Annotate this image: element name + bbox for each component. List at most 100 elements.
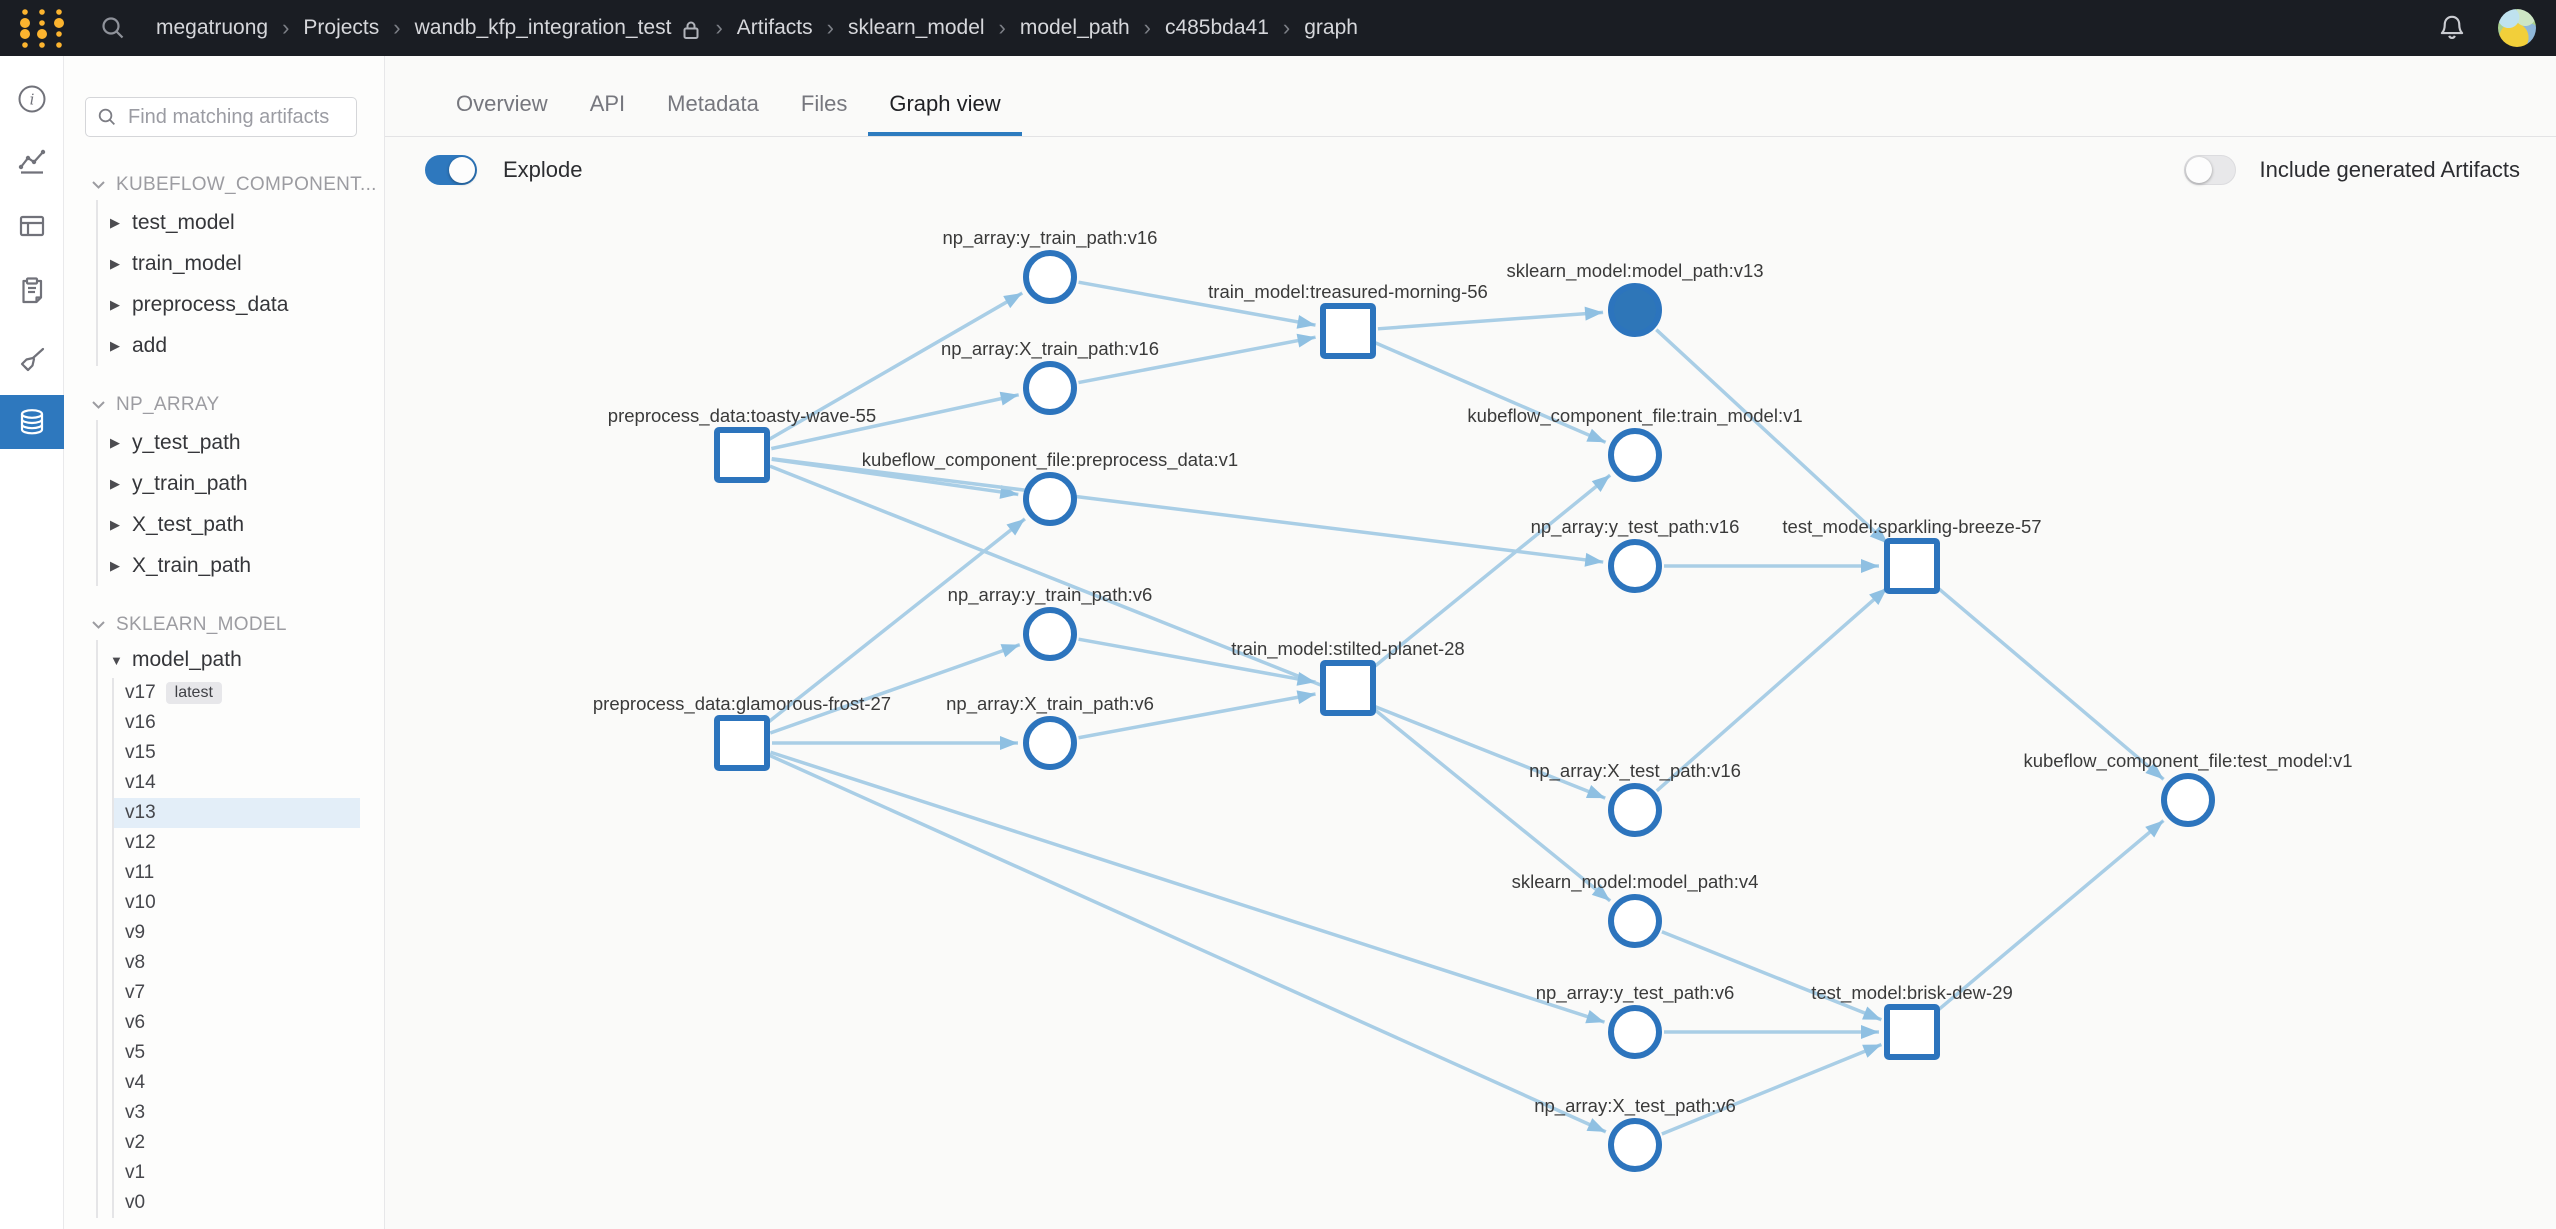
caret-collapsed-icon: ▶ (110, 214, 120, 230)
rail-item-clipboard[interactable] (0, 271, 64, 311)
tree-item-X_train_path[interactable]: ▶X_train_path (98, 545, 384, 586)
caret-collapsed-icon: ▶ (110, 296, 120, 312)
tree-item-y_train_path[interactable]: ▶y_train_path (98, 463, 384, 504)
version-row-v1[interactable]: v1 (114, 1158, 360, 1188)
bell-icon[interactable] (2436, 12, 2468, 44)
breadcrumb-item[interactable]: Projects (303, 16, 380, 39)
version-row-v12[interactable]: v12 (114, 828, 360, 858)
version-label: v0 (125, 1192, 146, 1213)
tree-item-add[interactable]: ▶add (98, 325, 384, 366)
search-input[interactable] (128, 105, 384, 129)
version-row-v3[interactable]: v3 (114, 1098, 360, 1128)
version-row-v8[interactable]: v8 (114, 948, 360, 978)
graph-node-sparkling[interactable] (1884, 538, 1940, 594)
tab-metadata[interactable]: Metadata (667, 91, 759, 116)
version-row-v14[interactable]: v14 (114, 768, 360, 798)
version-row-v13[interactable]: v13 (114, 798, 360, 828)
graph-node-y_train_v16[interactable] (1023, 250, 1077, 304)
tree-item-preprocess_data[interactable]: ▶preprocess_data (98, 284, 384, 325)
caret-collapsed-icon: ▶ (110, 475, 120, 491)
include-generated-label: Include generated Artifacts (2259, 157, 2521, 182)
tree-item-X_test_path[interactable]: ▶X_test_path (98, 504, 384, 545)
breadcrumb-item[interactable]: c485bda41 (1164, 16, 1269, 39)
tree-item-y_test_path[interactable]: ▶y_test_path (98, 422, 384, 463)
version-row-v10[interactable]: v10 (114, 888, 360, 918)
rail-item-chart[interactable] (0, 141, 64, 181)
graph-node-model_v13[interactable] (1608, 283, 1662, 337)
graph-node-train_file[interactable] (1608, 428, 1662, 482)
graph-node-brisk[interactable] (1884, 1004, 1940, 1060)
version-row-v15[interactable]: v15 (114, 738, 360, 768)
version-row-v16[interactable]: v16 (114, 708, 360, 738)
version-row-v5[interactable]: v5 (114, 1038, 360, 1068)
rail-item-broom[interactable] (0, 340, 64, 380)
avatar[interactable] (2498, 9, 2536, 47)
graph-node-treasured[interactable] (1320, 303, 1376, 359)
version-label: v13 (125, 802, 156, 823)
graph-edge-X_train_v16-to-treasured (1078, 333, 1316, 385)
graph-node-model_v4[interactable] (1608, 894, 1662, 948)
graph-node-toasty[interactable] (714, 427, 770, 483)
lineage-graph-canvas[interactable]: preprocess_data:toasty-wave-55preprocess… (385, 56, 2556, 1229)
caret-collapsed-icon: ▶ (110, 557, 120, 573)
graph-node-stilted[interactable] (1320, 660, 1376, 716)
tree-section-header[interactable]: SKLEARN_MODEL (64, 610, 384, 640)
rail-item-table[interactable] (0, 206, 64, 246)
caret-collapsed-icon: ▶ (110, 255, 120, 271)
graph-node-test_file[interactable] (2161, 773, 2215, 827)
graph-node-X_train_v16[interactable] (1023, 361, 1077, 415)
tree-item-train_model[interactable]: ▶train_model (98, 243, 384, 284)
explode-toggle[interactable] (425, 155, 477, 185)
caret-collapsed-icon: ▶ (110, 337, 120, 353)
graph-node-label-stilted: train_model:stilted-planet-28 (1231, 638, 1464, 660)
tree-section-header[interactable]: KUBEFLOW_COMPONENT... (64, 170, 384, 200)
version-label: v3 (125, 1102, 146, 1123)
graph-node-label-X_test_v16: np_array:X_test_path:v16 (1529, 760, 1741, 782)
version-row-v4[interactable]: v4 (114, 1068, 360, 1098)
tab-overview[interactable]: Overview (456, 91, 548, 116)
graph-node-X_test_v16[interactable] (1608, 783, 1662, 837)
rail-item-database[interactable] (0, 395, 64, 449)
breadcrumb-item[interactable]: model_path (1019, 16, 1130, 39)
table-icon (19, 215, 45, 237)
graph-edge-treasured-to-train_file (1374, 341, 1607, 444)
wandb-logo[interactable] (16, 4, 70, 52)
tab-api[interactable]: API (589, 91, 626, 116)
tree-item-test_model[interactable]: ▶test_model (98, 202, 384, 243)
version-row-v11[interactable]: v11 (114, 858, 360, 888)
include-generated-toggle[interactable] (2183, 155, 2236, 185)
version-row-v6[interactable]: v6 (114, 1008, 360, 1038)
graph-node-X_test_v6[interactable] (1608, 1118, 1662, 1172)
breadcrumb-item[interactable]: graph (1304, 16, 1358, 39)
graph-node-X_train_v6[interactable] (1023, 716, 1077, 770)
breadcrumb: megatruong›Projects›wandb_kfp_integratio… (156, 15, 1358, 41)
version-row-v9[interactable]: v9 (114, 918, 360, 948)
breadcrumb-item[interactable]: sklearn_model (847, 16, 985, 39)
tab-graph-view[interactable]: Graph view (868, 76, 1022, 136)
graph-node-glamorous[interactable] (714, 715, 770, 771)
graph-edge-glamorous-to-pp_file (764, 517, 1027, 726)
breadcrumb-separator: › (715, 15, 723, 40)
version-label: v6 (125, 1012, 146, 1033)
version-row-v2[interactable]: v2 (114, 1128, 360, 1158)
search-icon[interactable] (98, 13, 128, 43)
graph-edge-model_v13-to-sparkling (1655, 328, 1889, 545)
tree-section: NP_ARRAY ▶y_test_path▶y_train_path▶X_test… (64, 390, 384, 586)
rail-item-info[interactable]: i (0, 79, 64, 119)
version-row-v0[interactable]: v0 (114, 1188, 360, 1218)
tree-section-label: NP_ARRAY (116, 394, 220, 415)
tree-item-model_path[interactable]: ▼model_path (98, 642, 384, 678)
breadcrumb-item[interactable]: megatruong (156, 16, 269, 39)
breadcrumb-item[interactable]: wandb_kfp_integration_test (414, 16, 672, 39)
graph-node-y_test_v6[interactable] (1608, 1005, 1662, 1059)
graph-node-y_test_v16[interactable] (1608, 539, 1662, 593)
graph-node-y_train_v6[interactable] (1023, 607, 1077, 661)
version-row-v7[interactable]: v7 (114, 978, 360, 1008)
tree-section-header[interactable]: NP_ARRAY (64, 390, 384, 420)
breadcrumb-item[interactable]: Artifacts (736, 16, 813, 39)
graph-edge-X_train_v6-to-stilted (1078, 690, 1316, 740)
tab-files[interactable]: Files (800, 91, 848, 116)
graph-node-pp_file[interactable] (1023, 472, 1077, 526)
